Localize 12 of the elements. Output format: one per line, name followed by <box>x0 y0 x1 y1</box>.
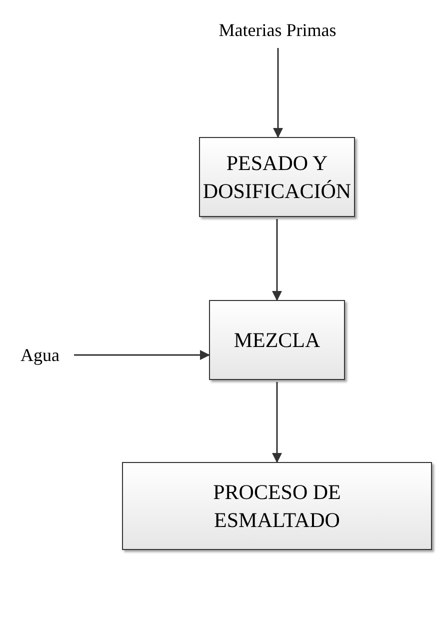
arrow <box>273 48 283 138</box>
arrow <box>74 350 210 360</box>
process-box <box>122 462 432 550</box>
process-box <box>209 300 345 380</box>
input-label: Materias Primas <box>218 20 336 40</box>
input-label: Agua <box>20 344 60 366</box>
arrow <box>272 382 282 463</box>
process-box <box>199 137 355 217</box>
arrow <box>272 219 282 301</box>
box-label: PESADO Y DOSIFICACIÓN <box>202 150 352 205</box>
box-label: MEZCLA <box>234 326 320 354</box>
box-label: PROCESO DE ESMALTADO <box>212 478 342 534</box>
